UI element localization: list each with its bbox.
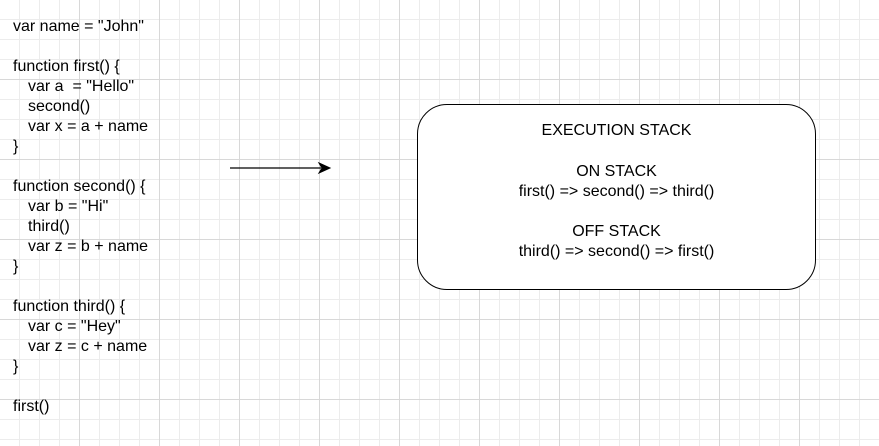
code-line: var a = "Hello" bbox=[28, 78, 135, 95]
off-stack-sequence: third() => second() => first() bbox=[518, 243, 715, 260]
code-line: } bbox=[13, 138, 19, 155]
code-line bbox=[13, 277, 148, 297]
code-line: var name = "John" bbox=[13, 18, 144, 35]
code-line: var z = b + name bbox=[28, 238, 149, 255]
code-line: function first() { bbox=[13, 58, 120, 75]
code-line: function third() { bbox=[13, 298, 126, 315]
code-line bbox=[13, 37, 148, 57]
code-line bbox=[13, 377, 148, 397]
arrow-connector[interactable] bbox=[229, 160, 333, 176]
code-block: var name = "John" function first() { var… bbox=[13, 17, 148, 417]
stack-title: EXECUTION STACK bbox=[541, 122, 692, 139]
code-line: var c = "Hey" bbox=[28, 318, 121, 335]
code-line: function second() { bbox=[13, 178, 146, 195]
code-line: var z = c + name bbox=[28, 338, 148, 355]
execution-stack-box[interactable]: EXECUTION STACK ON STACK first() => seco… bbox=[417, 104, 816, 290]
on-stack-sequence: first() => second() => third() bbox=[518, 183, 715, 200]
code-line: first() bbox=[13, 398, 50, 415]
code-line: var b = "Hi" bbox=[28, 198, 109, 215]
code-line: } bbox=[13, 358, 19, 375]
code-line: second() bbox=[28, 98, 91, 115]
off-stack-label: OFF STACK bbox=[572, 223, 661, 240]
code-line: } bbox=[13, 258, 19, 275]
on-stack-label: ON STACK bbox=[576, 163, 657, 180]
code-line bbox=[13, 157, 148, 177]
arrow-head-icon bbox=[317, 161, 332, 175]
code-line: var x = a + name bbox=[28, 118, 149, 135]
code-line: third() bbox=[28, 218, 70, 235]
